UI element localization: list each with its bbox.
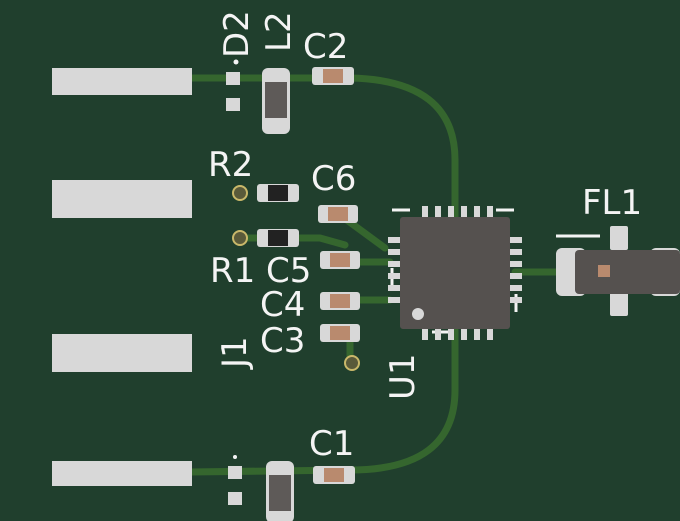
d1-pad-1 bbox=[228, 466, 242, 479]
label-c6: C6 bbox=[311, 159, 356, 199]
label-r2: R2 bbox=[208, 145, 253, 185]
u1-pin-22 bbox=[508, 285, 522, 291]
silkscreen-labels: D2 L2 C2 R2 C6 R1 C5 C4 C3 J1 U1 C1 FL1 bbox=[208, 10, 642, 464]
u1-pin-23 bbox=[388, 297, 402, 303]
r2-resistor bbox=[232, 184, 299, 202]
c4-body bbox=[330, 294, 350, 308]
u1-pin-16 bbox=[508, 249, 522, 255]
label-r1: R1 bbox=[210, 251, 255, 291]
label-c4: C4 bbox=[260, 285, 305, 325]
u1-pin-6 bbox=[448, 328, 454, 340]
c6-body bbox=[328, 207, 348, 221]
c1-body bbox=[324, 468, 344, 482]
j1-pad-2 bbox=[52, 180, 192, 218]
label-l2: L2 bbox=[259, 11, 299, 52]
u1-pin-24 bbox=[508, 297, 522, 303]
d2-pad-2 bbox=[226, 98, 240, 111]
d2-pad-1 bbox=[226, 72, 240, 85]
c2-body bbox=[323, 69, 343, 83]
trace-top bbox=[186, 74, 459, 229]
u1-pin-13 bbox=[388, 237, 402, 243]
label-d2: D2 bbox=[217, 10, 257, 58]
label-j1: J1 bbox=[215, 336, 255, 370]
fl1-pad-bottom bbox=[610, 292, 628, 316]
u1-pin-17 bbox=[388, 261, 402, 267]
u1-pin-11 bbox=[487, 206, 493, 218]
l1-body bbox=[269, 475, 291, 511]
u1-pin-21 bbox=[388, 285, 402, 291]
c4-capacitor bbox=[320, 292, 360, 310]
label-c2: C2 bbox=[303, 27, 348, 67]
u1-pin-9 bbox=[474, 206, 480, 218]
j1-pad-4 bbox=[52, 461, 192, 486]
d2-diode bbox=[226, 72, 240, 111]
u1-pin-18 bbox=[508, 261, 522, 267]
r1-resistor bbox=[232, 229, 299, 247]
u1-pin-20 bbox=[508, 273, 522, 279]
c2-capacitor bbox=[312, 67, 354, 85]
u1-pin1-marker bbox=[412, 308, 424, 320]
u1-pin-19 bbox=[388, 273, 402, 279]
label-u1: U1 bbox=[383, 353, 423, 400]
u1-pin-14 bbox=[508, 237, 522, 243]
r2-via bbox=[232, 185, 248, 201]
u1-pin-15 bbox=[388, 249, 402, 255]
r1-via bbox=[232, 230, 248, 246]
u1-pin-12 bbox=[487, 328, 493, 340]
fl1-marker bbox=[598, 265, 610, 277]
fl1-pad-top bbox=[610, 226, 628, 250]
u1-pin-3 bbox=[435, 206, 441, 218]
c1-capacitor bbox=[313, 466, 355, 484]
u1-pin-4 bbox=[435, 328, 441, 340]
label-c5: C5 bbox=[266, 251, 311, 291]
l2-inductor bbox=[262, 68, 290, 134]
u1-pin-7 bbox=[461, 206, 467, 218]
c5-body bbox=[330, 253, 350, 267]
fl1-filter bbox=[556, 226, 680, 316]
d1-diode bbox=[228, 455, 242, 505]
u1-pins bbox=[388, 206, 522, 340]
l1-inductor bbox=[266, 461, 294, 521]
c3-via bbox=[344, 355, 360, 371]
label-c1: C1 bbox=[309, 424, 354, 464]
u1-pin-5 bbox=[448, 206, 454, 218]
c3-body bbox=[330, 326, 350, 340]
r1-body bbox=[268, 230, 288, 246]
c6-capacitor bbox=[318, 205, 358, 223]
c3-capacitor bbox=[320, 324, 360, 371]
l2-body bbox=[265, 82, 287, 118]
u1-pin-1 bbox=[422, 206, 428, 218]
u1-pin-10 bbox=[474, 328, 480, 340]
u1-pin-2 bbox=[422, 328, 428, 340]
u1-body bbox=[400, 217, 510, 329]
label-fl1: FL1 bbox=[582, 183, 642, 223]
d1-pad-2 bbox=[228, 492, 242, 505]
u1-ic bbox=[388, 206, 522, 340]
j1-connector bbox=[52, 68, 192, 486]
c5-capacitor bbox=[320, 251, 360, 269]
trace-bottom bbox=[186, 326, 459, 476]
j1-pad-3 bbox=[52, 334, 192, 372]
j1-pad-1 bbox=[52, 68, 192, 95]
d2-dot bbox=[233, 59, 239, 65]
fl1-body bbox=[575, 250, 680, 294]
d1-dot bbox=[233, 455, 237, 459]
r2-body bbox=[268, 185, 288, 201]
u1-pin-8 bbox=[461, 328, 467, 340]
label-c3: C3 bbox=[260, 321, 305, 361]
